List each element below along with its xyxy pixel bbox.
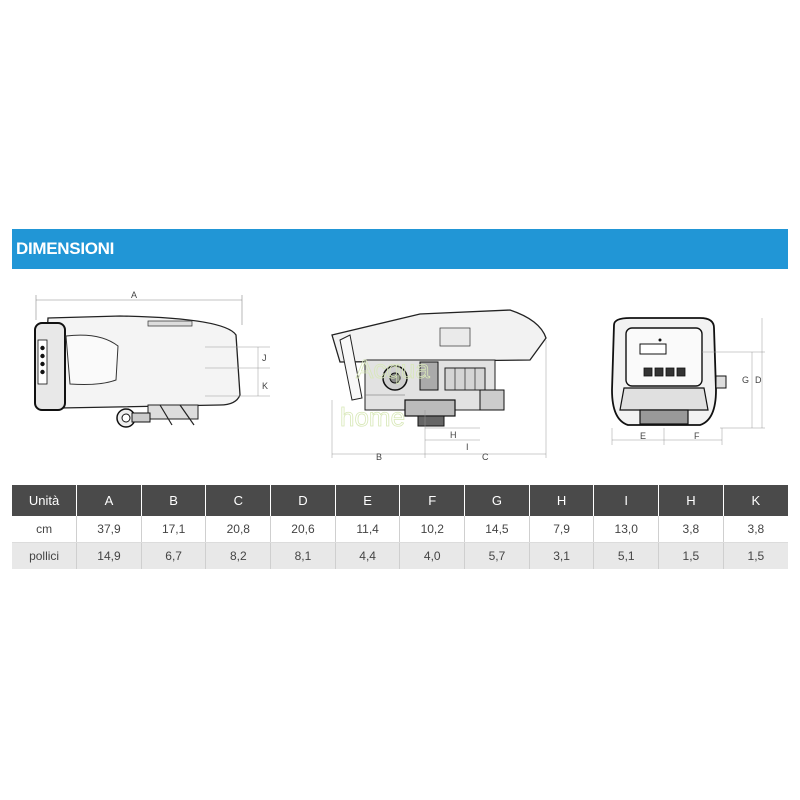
table-cell: 1,5: [658, 542, 724, 569]
dim-label-f: F: [694, 431, 700, 441]
table-cell: 11,4: [335, 516, 401, 543]
section-header: DIMENSIONI: [12, 229, 788, 269]
table-cell: 8,2: [205, 542, 272, 569]
dim-label-c: C: [482, 452, 489, 460]
col-header-g: G: [464, 485, 530, 516]
dim-label-b: B: [376, 452, 382, 460]
col-header-c: C: [205, 485, 272, 516]
watermark-line-1: Acqua: [356, 354, 430, 384]
table-cell: 8,1: [270, 542, 336, 569]
table-cell: 14,9: [76, 542, 142, 569]
col-header-k: K: [723, 485, 788, 516]
dim-label-g: G: [742, 375, 749, 385]
dim-label-k: K: [262, 381, 268, 391]
table-cell: cm: [12, 516, 78, 543]
col-header-h2: H: [658, 485, 724, 516]
table-cell: 10,2: [399, 516, 466, 543]
table-cell: 6,7: [141, 542, 207, 569]
front-view-drawing: E F G D: [611, 317, 765, 445]
table-cell: pollici: [12, 542, 78, 569]
table-row: pollici 14,9 6,7 8,2 8,1 4,4 4,0 5,7 3,1…: [12, 542, 788, 569]
col-header-e: E: [335, 485, 401, 516]
dimensions-table: Unità A B C D E F G H I H K cm 37,9 17,1…: [12, 485, 788, 569]
col-header-i: I: [593, 485, 660, 516]
col-header-b: B: [141, 485, 207, 516]
table-cell: 14,5: [464, 516, 530, 543]
dim-label-a: A: [131, 290, 137, 300]
section-title: DIMENSIONI: [16, 239, 115, 258]
dim-label-d: D: [755, 375, 762, 385]
section-view-drawing: H I B C Acqua home: [331, 309, 547, 460]
dim-label-e: E: [640, 431, 646, 441]
table-cell: 20,6: [270, 516, 336, 543]
table-cell: 1,5: [723, 542, 788, 569]
col-header-unit: Unità: [12, 485, 78, 516]
col-header-f: F: [399, 485, 466, 516]
table-cell: 7,9: [529, 516, 595, 543]
dim-label-j: J: [262, 353, 267, 363]
col-header-h: H: [529, 485, 595, 516]
col-header-d: D: [270, 485, 336, 516]
table-cell: 17,1: [141, 516, 207, 543]
side-view-drawing: A J K: [34, 290, 270, 428]
col-header-a: A: [76, 485, 142, 516]
table-cell: 3,8: [658, 516, 724, 543]
table-header-row: Unità A B C D E F G H I H K: [12, 485, 788, 516]
table-row: cm 37,9 17,1 20,8 20,6 11,4 10,2 14,5 7,…: [12, 516, 788, 543]
table-cell: 4,4: [335, 542, 401, 569]
table-cell: 13,0: [593, 516, 660, 543]
table-cell: 3,8: [723, 516, 788, 543]
technical-drawings: A J K: [34, 290, 765, 460]
table-cell: 3,1: [529, 542, 595, 569]
dim-label-i: I: [466, 442, 469, 452]
table-cell: 5,7: [464, 542, 530, 569]
dim-label-h: H: [450, 430, 457, 440]
table-cell: 20,8: [205, 516, 272, 543]
table-cell: 4,0: [399, 542, 466, 569]
table-cell: 37,9: [76, 516, 142, 543]
table-cell: 5,1: [593, 542, 660, 569]
watermark-line-2: home: [340, 402, 405, 432]
